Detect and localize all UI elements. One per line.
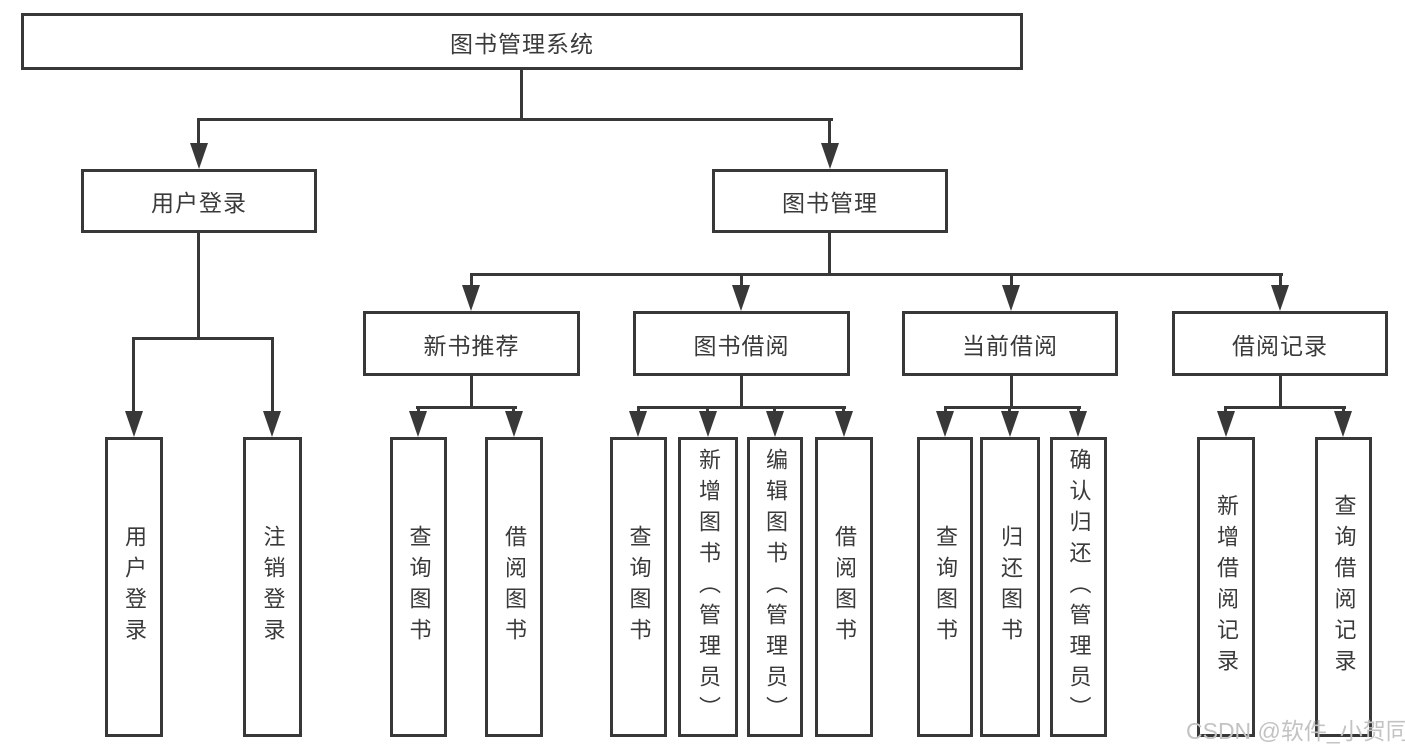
arrow-down-icon (505, 411, 523, 437)
connector-line (133, 337, 274, 340)
arrow-down-icon (766, 411, 784, 437)
node-label: 图书管理 (782, 190, 878, 216)
node-label: 用户登录 (151, 190, 247, 216)
node-label: 确认归还（管理员） (1066, 447, 1092, 727)
node-book-borrowing: 图书借阅 (633, 311, 850, 376)
leaf-return-books: 归还图书 (980, 437, 1040, 737)
leaf-add-borrow-record: 新增借阅记录 (1197, 437, 1255, 737)
connector-line (944, 406, 1081, 409)
connector-line (470, 376, 473, 409)
leaf-query-books-current: 查询图书 (917, 437, 973, 737)
arrow-down-icon (409, 411, 427, 437)
node-label: 图书借阅 (693, 332, 790, 359)
node-label: 用户登录 (122, 525, 147, 649)
node-label: 归还图书 (998, 525, 1023, 649)
node-label: 查询借阅记录 (1331, 494, 1357, 680)
node-label: 查询图书 (626, 525, 652, 649)
connector-line (197, 118, 200, 145)
node-label: 借阅记录 (1232, 332, 1328, 359)
connector-line (197, 118, 833, 121)
connector-line (1224, 406, 1227, 414)
arrow-down-icon (190, 143, 208, 169)
arrow-down-icon (835, 411, 853, 437)
node-label: 图书管理系统 (450, 30, 594, 57)
connector-line (1225, 406, 1346, 409)
node-book-management: 图书管理 (712, 169, 948, 233)
leaf-edit-books-admin: 编辑图书（管理员） (747, 437, 803, 737)
connector-line (773, 406, 776, 414)
node-label: 新增借阅记录 (1214, 494, 1239, 680)
leaf-query-books-recommend: 查询图书 (390, 437, 447, 737)
connector-line (1279, 376, 1282, 409)
connector-line (520, 69, 523, 120)
connector-line (637, 406, 640, 414)
connector-line (470, 273, 473, 287)
connector-line (1279, 273, 1282, 287)
connector-line (271, 337, 274, 413)
connector-line (842, 406, 845, 414)
arrow-down-icon (821, 143, 839, 169)
connector-line (1010, 376, 1013, 409)
connector-line (1010, 273, 1013, 287)
connector-line (1342, 406, 1345, 414)
arrow-down-icon (732, 285, 750, 311)
connector-line (417, 406, 420, 414)
node-user-login: 用户登录 (81, 169, 317, 233)
node-library-system: 图书管理系统 (21, 13, 1023, 70)
connector-line (1008, 406, 1011, 414)
arrow-down-icon (936, 411, 954, 437)
leaf-query-borrow-record: 查询借阅记录 (1315, 437, 1372, 737)
connector-line (1077, 406, 1080, 414)
leaf-borrow-books-recommend: 借阅图书 (485, 437, 543, 737)
node-label: 当前借阅 (962, 332, 1058, 359)
node-label: 新书推荐 (423, 332, 520, 359)
arrow-down-icon (1334, 411, 1352, 437)
node-label: 编辑图书（管理员） (763, 447, 788, 727)
arrow-down-icon (1001, 411, 1019, 437)
node-label: 查询图书 (933, 525, 958, 649)
leaf-add-books-admin: 新增图书（管理员） (678, 437, 738, 737)
node-label: 查询图书 (406, 525, 432, 649)
connector-line (828, 118, 831, 145)
watermark: CSDN @软件_小贺同学 (1186, 718, 1405, 744)
connector-line (706, 406, 709, 414)
node-label: 注销登录 (260, 525, 286, 649)
leaf-query-books-borrowing: 查询图书 (610, 437, 667, 737)
connector-line (740, 376, 743, 409)
arrow-down-icon (1002, 285, 1020, 311)
arrow-down-icon (1217, 411, 1235, 437)
leaf-borrow-books: 借阅图书 (815, 437, 873, 737)
node-label: 借阅图书 (832, 525, 857, 649)
arrow-down-icon (125, 411, 143, 437)
connector-line (512, 406, 515, 414)
leaf-logout: 注销登录 (243, 437, 302, 737)
connector-line (416, 406, 517, 409)
leaf-confirm-return-admin: 确认归还（管理员） (1050, 437, 1107, 737)
connector-line (828, 233, 831, 276)
arrow-down-icon (629, 411, 647, 437)
arrow-down-icon (699, 411, 717, 437)
connector-line (197, 232, 200, 340)
arrow-down-icon (462, 285, 480, 311)
connector-line (132, 337, 135, 413)
node-label: 新增图书（管理员） (696, 447, 721, 727)
node-label: 借阅图书 (502, 525, 527, 649)
node-current-borrowing: 当前借阅 (902, 311, 1118, 376)
leaf-user-login: 用户登录 (105, 437, 163, 737)
connector-line (944, 406, 947, 414)
node-new-book-recommend: 新书推荐 (363, 311, 580, 376)
arrow-down-icon (1271, 285, 1289, 311)
arrow-down-icon (263, 411, 281, 437)
connector-line (740, 273, 743, 287)
node-borrow-records: 借阅记录 (1172, 311, 1388, 376)
connector-line (637, 406, 846, 409)
connector-line (470, 273, 1283, 276)
arrow-down-icon (1069, 411, 1087, 437)
